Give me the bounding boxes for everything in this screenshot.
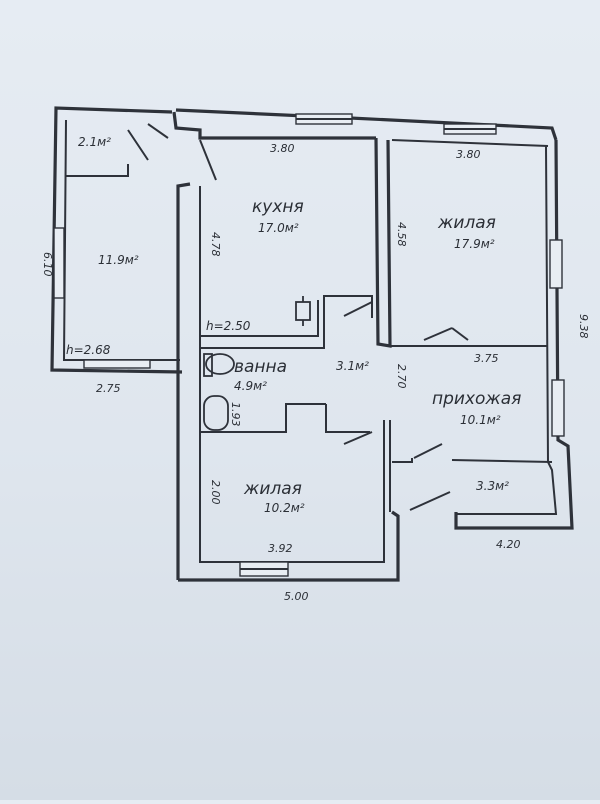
- living-door-2: [451, 327, 469, 341]
- hallway-name: прихожая: [432, 389, 521, 409]
- kitchen-door: [199, 139, 217, 181]
- house-left-inner-wall: [199, 186, 385, 563]
- storage-area: 2.1м²: [78, 135, 111, 149]
- dim-veranda-bottom: 2.75: [96, 382, 121, 395]
- corridor-lower-wall: [325, 404, 370, 433]
- storage-door: [127, 129, 149, 161]
- house-left-wall: [176, 182, 191, 580]
- right-window-2: [551, 379, 565, 437]
- right-window-1: [549, 239, 563, 289]
- dim-veranda-left: 6.10: [41, 252, 54, 277]
- kitchen-area: 17.0м²: [258, 221, 299, 235]
- veranda-window-bottom: [83, 359, 151, 369]
- dim-kitchen-top: 3.80: [270, 142, 295, 155]
- house-top-wall-outer: [175, 108, 558, 141]
- right-outer-wall: [454, 139, 574, 530]
- right-inner-wall: [456, 145, 558, 515]
- kitchen-bottom-wall: [200, 300, 319, 337]
- dim-house-bottom: 5.00: [284, 590, 309, 603]
- house-top-wall-inner: [391, 139, 549, 147]
- house-top-wall: [172, 111, 376, 140]
- veranda-inner-wall: [62, 119, 180, 361]
- hallway-door: [413, 443, 443, 459]
- toilet-tank: [203, 353, 213, 377]
- living-door-1: [423, 327, 453, 341]
- veranda-area: 11.9м²: [98, 253, 139, 267]
- veranda-window-left: [53, 227, 65, 299]
- living-room-2-name: жилая: [243, 479, 302, 499]
- dim-bedroom-left: 2.00: [209, 480, 222, 505]
- living-room-1-name: жилая: [437, 213, 496, 233]
- bedroom-door: [343, 431, 373, 445]
- dim-kitchen-left: 4.78: [209, 232, 222, 257]
- dim-hallway-top: 3.75: [474, 352, 499, 365]
- bathtub: [203, 395, 229, 431]
- hallway-area: 10.1м²: [460, 413, 501, 427]
- kitchen-living-partition: [374, 137, 392, 348]
- dim-hallway-left: 2.70: [395, 364, 408, 389]
- corridor-door: [343, 301, 373, 317]
- storage-wall: [66, 164, 129, 177]
- corridor-area: 3.1м²: [336, 359, 369, 373]
- living-room-1-area: 17.9м²: [454, 237, 495, 251]
- corridor-wall: [336, 295, 373, 318]
- kitchen-height: h=2.50: [206, 319, 251, 333]
- kitchen-name: кухня: [252, 197, 304, 217]
- dim-living-left: 4.58: [395, 222, 408, 247]
- dim-living-top: 3.80: [456, 148, 481, 161]
- entrance-door: [409, 491, 451, 511]
- bathroom-area: 4.9м²: [234, 379, 267, 393]
- veranda-height: h=2.68: [66, 343, 111, 357]
- veranda-entry-door: [147, 123, 169, 139]
- hallway-bottom-wall: [392, 458, 413, 463]
- dim-bath-tub: 1.93: [229, 402, 242, 427]
- dim-bedroom-bottom: 3.92: [268, 542, 293, 555]
- vestibule-area: 3.3м²: [476, 479, 509, 493]
- kitchen-bottom-wall-2: [200, 295, 336, 349]
- lower-right-wall: [178, 510, 400, 582]
- bath-wall: [200, 403, 326, 433]
- dim-right-bottom: 4.20: [496, 538, 521, 551]
- vestibule-top-wall: [451, 459, 553, 463]
- bathroom-name: ванна: [234, 357, 287, 377]
- dim-right-side: 9.38: [577, 314, 590, 339]
- veranda-outer-wall: [50, 106, 183, 374]
- living-room-2-area: 10.2м²: [264, 501, 305, 515]
- washbasin: [205, 353, 235, 375]
- stove: [295, 301, 311, 321]
